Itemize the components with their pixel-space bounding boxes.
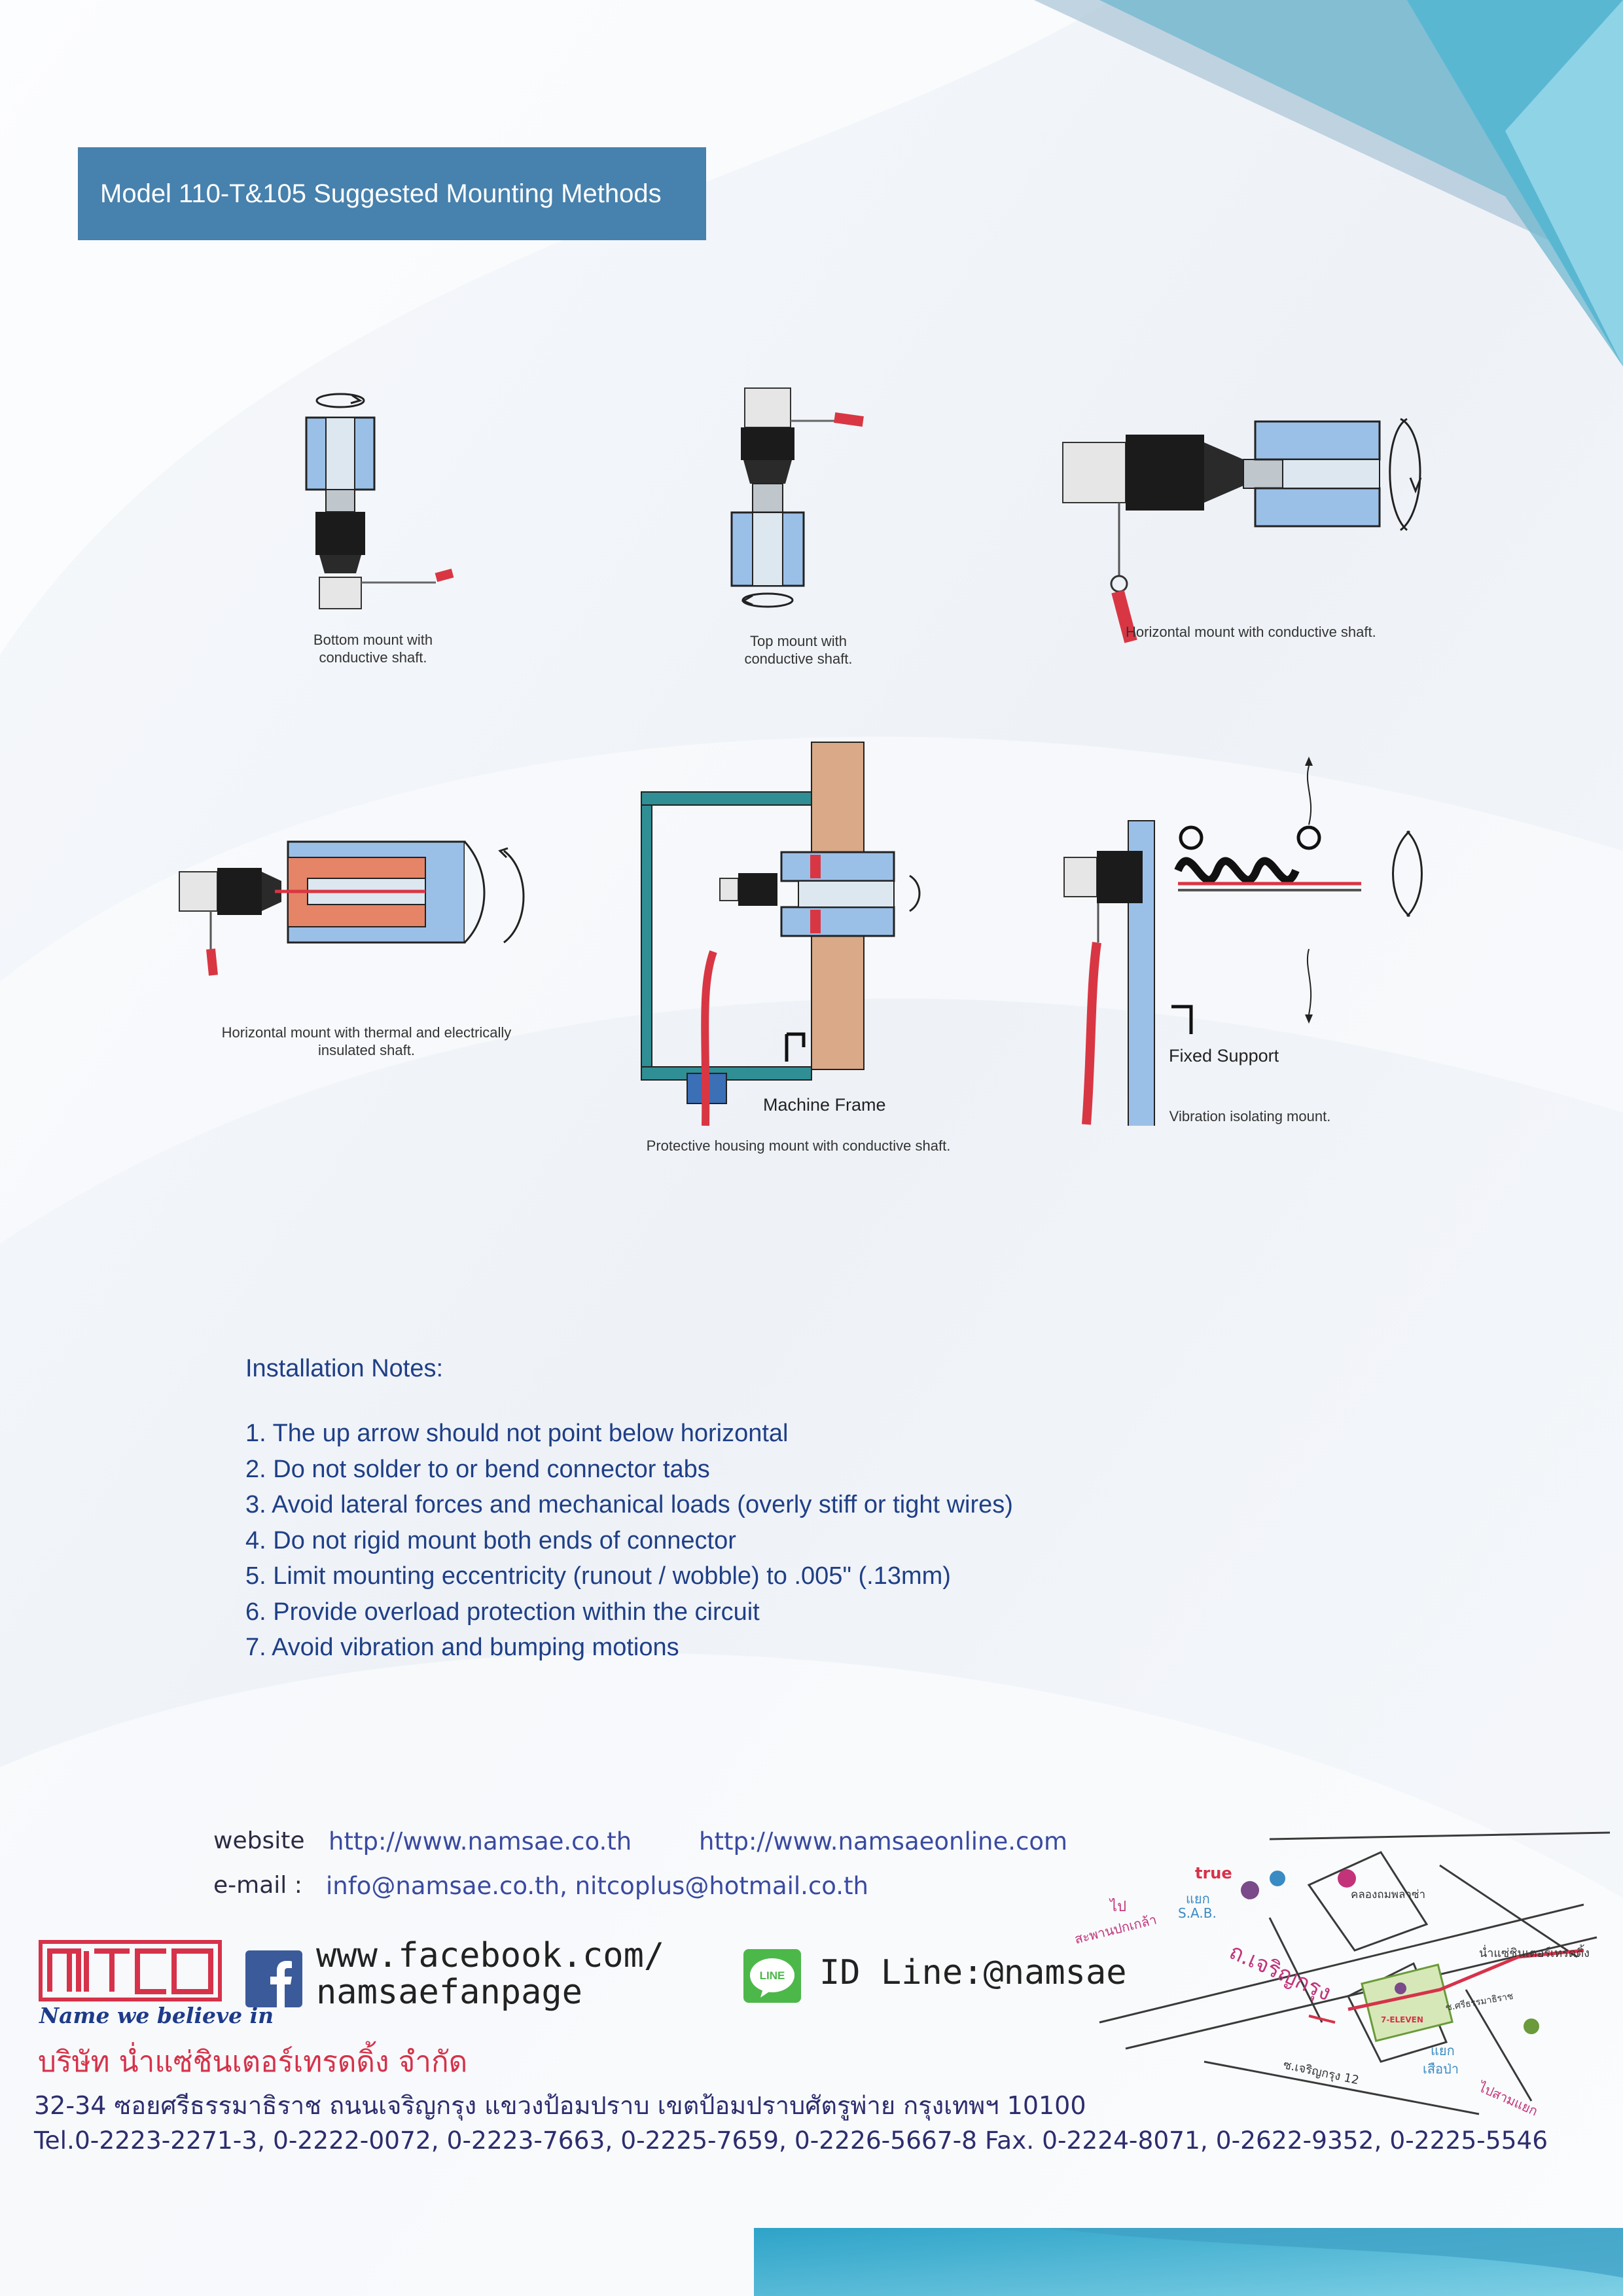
figure-horizontal-mount <box>1062 418 1422 643</box>
website-label: website <box>213 1827 305 1854</box>
note-item: 7. Avoid vibration and bumping motions <box>245 1634 679 1661</box>
nitco-logo <box>39 1940 222 2001</box>
map-label: น่ำแซ่ชินเตอร์เทรดดิ้ง <box>1479 1945 1590 1960</box>
email-links[interactable]: info@namsae.co.th, nitcoplus@hotmail.co.… <box>326 1872 868 1900</box>
note-item: 6. Provide overload protection within th… <box>245 1598 760 1626</box>
email-label: e-mail : <box>213 1872 302 1899</box>
brand-slogan: Name we believe in <box>39 2003 274 2028</box>
note-item: 1. The up arrow should not point below h… <box>245 1420 789 1447</box>
label-fixed-support: Fixed Support <box>1169 1046 1279 1066</box>
facebook-icon[interactable] <box>245 1950 302 2007</box>
map-label: เสือป่า <box>1423 2061 1459 2077</box>
company-name-thai: บริษัท น่ำแซ่ชินเตอร์เทรดดิ้ง จำกัด <box>38 2045 468 2079</box>
map-label: ถ.เจริญกรุง <box>1225 1939 1335 2007</box>
note-item: 4. Do not rigid mount both ends of conne… <box>245 1526 736 1554</box>
map-label: แยก <box>1186 1891 1210 1907</box>
figure-bottom-mount <box>305 393 454 609</box>
note-item: 2. Do not solder to or bend connector ta… <box>245 1455 710 1483</box>
map-label: คลองถมพลาซ่า <box>1351 1888 1425 1901</box>
figure-horizontal-insulated <box>179 840 525 976</box>
website-link-1[interactable]: http://www.namsae.co.th <box>329 1827 632 1856</box>
installation-notes-list: 1. The up arrow should not point below h… <box>245 1416 1013 1666</box>
facebook-line-2: namsaefanpage <box>316 1973 582 2012</box>
caption-bottom-mount: Bottom mount with conductive shaft. <box>313 632 433 666</box>
installation-notes-title: Installation Notes: <box>245 1355 444 1382</box>
label-machine-frame: Machine Frame <box>763 1095 886 1115</box>
caption-vibration-isolating: Vibration isolating mount. <box>1169 1108 1331 1124</box>
website-link-2[interactable]: http://www.namsaeonline.com <box>699 1827 1068 1856</box>
map-label: แยก <box>1431 2043 1455 2058</box>
line-app-icon[interactable]: LINE <box>743 1949 801 2003</box>
map-label: true <box>1195 1864 1232 1882</box>
note-item: 3. Avoid lateral forces and mechanical l… <box>245 1491 1013 1518</box>
figure-protective-housing <box>641 742 921 1126</box>
facebook-line-1: www.facebook.com/ <box>316 1936 665 1975</box>
map-label: 7-ELEVEN <box>1381 2015 1423 2024</box>
location-map: true แยก S.A.B. ไป สะพานปกเกล้า ถ.เจริญก… <box>1073 1831 1610 2119</box>
line-badge-text: LINE <box>760 1969 785 1982</box>
map-label: สะพานปกเกล้า <box>1073 1912 1158 1947</box>
installation-notes: Installation Notes: 1. The up arrow shou… <box>245 1355 1013 1666</box>
note-item: 5. Limit mounting eccentricity (runout /… <box>245 1562 951 1590</box>
line-id[interactable]: ID Line:@namsae <box>819 1953 1127 1992</box>
facebook-link[interactable]: www.facebook.com/ namsaefanpage <box>316 1937 664 2011</box>
company-address: 32-34 ซอยศรีธรรมาธิราช ถนนเจริญกรุง แขวง… <box>34 2091 1086 2120</box>
map-label: ไป <box>1109 1898 1126 1915</box>
page-title: Model 110-T&105 Suggested Mounting Metho… <box>78 147 706 240</box>
figure-top-mount <box>730 387 864 608</box>
map-label: S.A.B. <box>1178 1905 1217 1921</box>
caption-horizontal-mount: Horizontal mount with conductive shaft. <box>1126 624 1376 640</box>
figure-vibration-isolating <box>1063 757 1423 1126</box>
map-label: ซ.ศรีธรรมาธิราช <box>1445 1991 1514 2013</box>
caption-horizontal-insulated: Horizontal mount with thermal and electr… <box>221 1024 512 1058</box>
company-telephone: Tel.0-2223-2271-3, 0-2222-0072, 0-2223-7… <box>34 2126 1548 2155</box>
caption-protective-housing: Protective housing mount with conductive… <box>646 1138 951 1154</box>
caption-top-mount: Top mount with conductive shaft. <box>744 633 853 667</box>
